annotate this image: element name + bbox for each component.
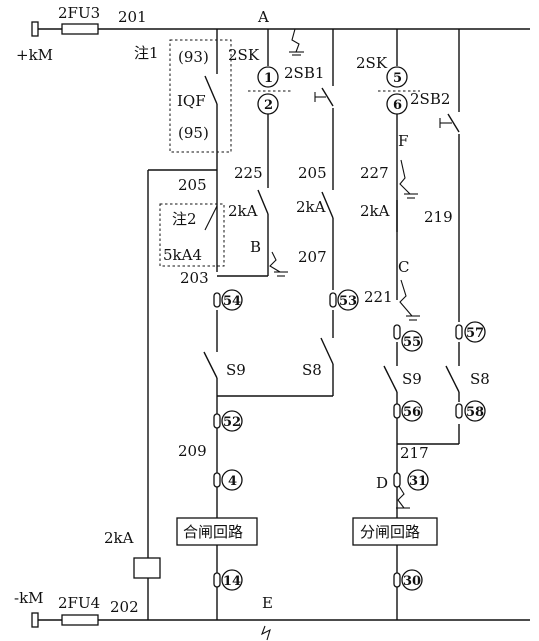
kA4-label: 5kA4 [163, 246, 202, 264]
wire-205-left [147, 169, 217, 620]
branch-2sb1 [217, 29, 334, 397]
open-circuit-box [352, 517, 438, 546]
kA-coil-label: 2kA [104, 529, 134, 547]
circle-2: 2 [257, 93, 279, 115]
fault-point-B [269, 251, 288, 277]
branch-close [203, 29, 218, 620]
kA4-box [159, 203, 225, 267]
fault-point-F [399, 159, 418, 199]
svg-text:14: 14 [223, 574, 241, 589]
kA-1-label: 2kA [228, 202, 258, 220]
circle-5: 5 [386, 66, 408, 88]
S8-left-label: S8 [302, 361, 322, 379]
note2-label: 注2 [172, 210, 197, 228]
close-circuit-label: 合闸回路 [183, 523, 243, 541]
branch-2sb2 [397, 29, 460, 445]
svg-text:55: 55 [403, 335, 421, 350]
fuse-bottom-label: 2FU4 [58, 594, 100, 612]
n207-label: 207 [298, 248, 327, 266]
svg-text:2: 2 [264, 98, 273, 113]
svg-text:57: 57 [466, 326, 484, 341]
positive-bus [31, 21, 530, 37]
branch-2sk-12 [217, 29, 269, 277]
terminal-55: 55 [393, 324, 423, 352]
terminal-30: 30 [393, 569, 423, 591]
note1-label: 注1 [134, 44, 159, 62]
D-label: D [376, 474, 388, 492]
iqf-box [169, 39, 232, 153]
sk-left-label: 2SK [228, 46, 260, 64]
B-label: B [250, 238, 261, 256]
n225-label: 225 [234, 164, 263, 182]
F-label: F [398, 132, 408, 150]
circle-6: 6 [386, 93, 408, 115]
negative-bus [31, 612, 530, 628]
svg-text:1: 1 [264, 71, 273, 86]
svg-text:30: 30 [403, 574, 421, 589]
n205a-label: 205 [178, 176, 207, 194]
n219-label: 219 [424, 208, 453, 226]
sb2-button [439, 113, 460, 133]
svg-text:54: 54 [223, 294, 241, 309]
circle-1: 1 [257, 66, 279, 88]
svg-text:58: 58 [466, 405, 484, 420]
pos-bus-label: +kM [16, 46, 53, 64]
kA-coil [133, 557, 161, 579]
close-circuit-box [176, 517, 258, 546]
terminal-52: 52 [213, 410, 243, 432]
node-A-label: A [257, 8, 269, 26]
node-202-label: 202 [110, 598, 139, 616]
svg-text:31: 31 [409, 474, 427, 489]
S9-left-label: S9 [226, 361, 246, 379]
open-circuit-label: 分闸回路 [360, 523, 420, 541]
terminal-58: 58 [455, 400, 486, 422]
iqf-93-label: (93) [178, 48, 209, 66]
terminal-4: 4 [213, 469, 243, 491]
fault-point-D [396, 485, 410, 509]
fault-point-C [399, 279, 420, 321]
sk-right-label: 2SK [356, 54, 388, 72]
svg-text:56: 56 [403, 405, 421, 420]
S9-right-label: S9 [402, 370, 422, 388]
node-201-label: 201 [118, 8, 147, 26]
n205b-label: 205 [298, 164, 327, 182]
terminal-53: 53 [329, 289, 359, 311]
n227-label: 227 [360, 164, 389, 182]
terminal-56: 56 [393, 400, 423, 422]
svg-text:6: 6 [393, 98, 402, 113]
kA-3-label: 2kA [360, 202, 390, 220]
fault-point-E [260, 625, 271, 641]
svg-text:52: 52 [223, 415, 241, 430]
fuse-top-label: 2FU3 [58, 4, 100, 22]
sb2-label: 2SB2 [410, 90, 450, 108]
iqf-name-label: IQF [177, 92, 206, 110]
svg-text:4: 4 [228, 474, 237, 489]
S8-right-label: S8 [470, 370, 490, 388]
n203-label: 203 [180, 269, 209, 287]
n217-label: 217 [400, 444, 429, 462]
node-E-label: E [262, 594, 273, 612]
fault-point-A [289, 28, 304, 56]
svg-text:5: 5 [393, 71, 402, 86]
C-label: C [398, 258, 409, 276]
n209-label: 209 [178, 442, 207, 460]
iqf-95-label: (95) [178, 124, 209, 142]
svg-text:53: 53 [339, 294, 357, 309]
terminal-14: 14 [213, 569, 243, 591]
terminal-31: 31 [393, 469, 429, 491]
sb1-label: 2SB1 [284, 64, 324, 82]
terminal-57: 57 [455, 321, 486, 343]
neg-bus-label: -kM [14, 589, 44, 607]
sb1-button [314, 87, 334, 107]
terminal-54: 54 [213, 289, 243, 311]
n221-label: 221 [364, 288, 393, 306]
kA-2-label: 2kA [296, 198, 326, 216]
